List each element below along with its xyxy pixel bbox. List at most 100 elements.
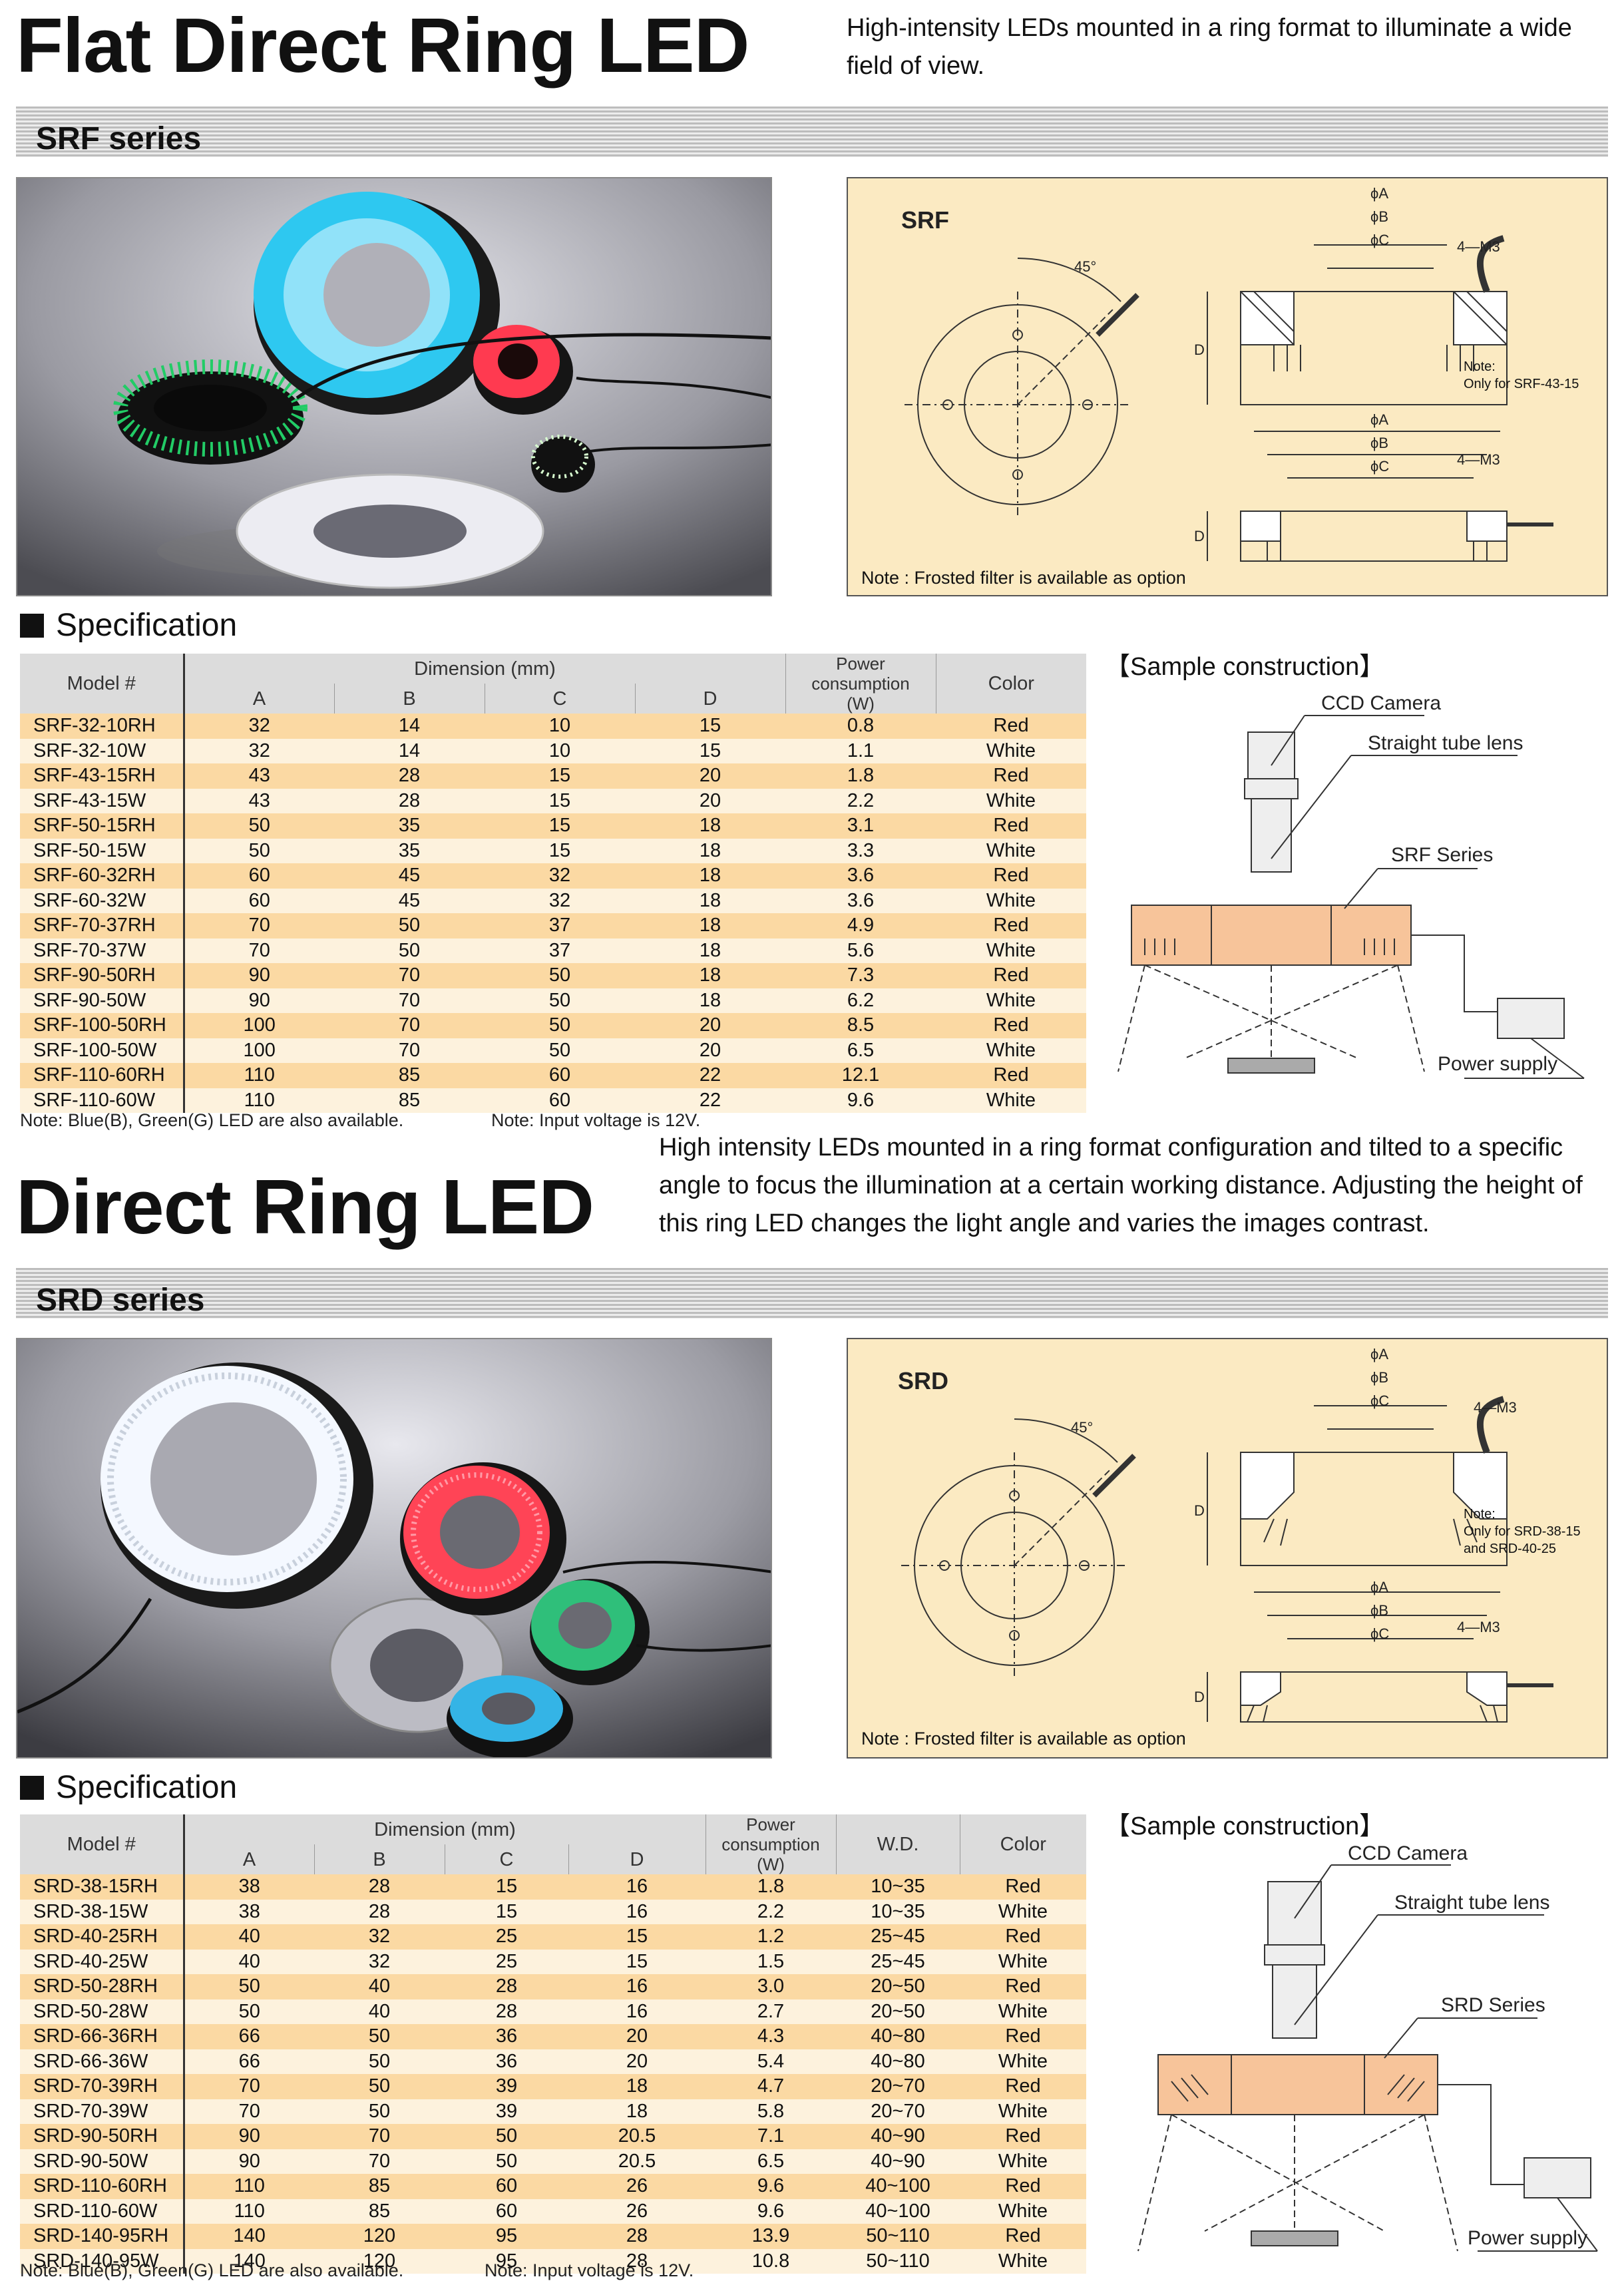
table-cell: 60 bbox=[485, 1063, 635, 1088]
srd-description: High intensity LEDs mounted in a ring fo… bbox=[659, 1134, 1583, 1237]
table-cell: 6.5 bbox=[785, 1038, 936, 1063]
srd-spec-table: Model # Dimension (mm) Power consumption… bbox=[20, 1814, 1086, 2274]
table-cell: 10~35 bbox=[836, 1899, 960, 1924]
table-cell: White bbox=[936, 738, 1086, 763]
table-cell: 50 bbox=[184, 1999, 314, 2024]
srd-header-a: A bbox=[183, 1844, 314, 1874]
table-cell: 110 bbox=[184, 1088, 334, 1113]
table-cell: 100 bbox=[184, 1038, 334, 1063]
table-cell: 4.7 bbox=[706, 2074, 836, 2099]
table-cell: 50 bbox=[314, 2024, 445, 2049]
table-cell: 28 bbox=[334, 788, 485, 813]
table-cell: 40~80 bbox=[836, 2024, 960, 2049]
model-cell: SRD-38-15W bbox=[20, 1899, 185, 1924]
table-cell: 1.5 bbox=[706, 1949, 836, 1974]
table-cell: 18 bbox=[568, 2099, 706, 2124]
table-cell: 1.2 bbox=[706, 1924, 836, 1950]
table-cell: 16 bbox=[568, 1899, 706, 1924]
srd-diagram-drawing: SRD 45° ϕA ϕB ϕC 4—M3 D ϕA ϕB ϕC 4—M3 D bbox=[898, 1346, 1553, 1723]
table-cell: 3.3 bbox=[785, 838, 936, 863]
srf-header-power-unit: (W) bbox=[847, 694, 875, 714]
table-cell: 7.3 bbox=[785, 963, 936, 988]
table-cell: 40 bbox=[314, 1974, 445, 1999]
table-cell: 40~100 bbox=[836, 2198, 960, 2224]
table-cell: White bbox=[960, 2049, 1086, 2074]
model-cell: SRD-110-60W bbox=[20, 2198, 185, 2224]
table-cell: 22 bbox=[635, 1088, 785, 1113]
table-cell: Red bbox=[936, 913, 1086, 938]
table-cell: 110 bbox=[184, 2174, 314, 2199]
table-cell: 90 bbox=[184, 2149, 314, 2174]
model-cell: SRF-70-37W bbox=[20, 938, 185, 963]
table-cell: 35 bbox=[334, 813, 485, 839]
table-cell: 50~110 bbox=[836, 2248, 960, 2274]
model-cell: SRF-90-50RH bbox=[20, 963, 185, 988]
table-cell: 40 bbox=[184, 1949, 314, 1974]
srf-note-led: Note: Blue(B), Green(G) LED are also ava… bbox=[20, 1110, 404, 1130]
table-cell: 36 bbox=[445, 2024, 568, 2049]
table-cell: 110 bbox=[184, 2198, 314, 2224]
table-cell: 15 bbox=[445, 1899, 568, 1924]
table-cell: 18 bbox=[635, 938, 785, 963]
table-cell: 20 bbox=[635, 788, 785, 813]
table-cell: 20.5 bbox=[568, 2124, 706, 2149]
table-cell: 26 bbox=[568, 2174, 706, 2199]
srd-sample-camera: CCD Camera bbox=[1348, 1842, 1468, 1864]
table-cell: 10 bbox=[485, 714, 635, 739]
table-cell: 50 bbox=[485, 963, 635, 988]
table-cell: 40 bbox=[314, 1999, 445, 2024]
table-cell: 10.8 bbox=[706, 2248, 836, 2274]
srf-header-model: Model # bbox=[20, 654, 185, 714]
table-cell: 4.9 bbox=[785, 913, 936, 938]
model-cell: SRF-43-15RH bbox=[20, 763, 185, 789]
table-cell: 28 bbox=[334, 763, 485, 789]
table-cell: 50 bbox=[314, 2049, 445, 2074]
table-cell: 70 bbox=[334, 1013, 485, 1038]
table-cell: 70 bbox=[184, 938, 334, 963]
table-cell: 50 bbox=[334, 938, 485, 963]
srf-header-c: C bbox=[484, 684, 635, 714]
table-cell: 70 bbox=[184, 2074, 314, 2099]
table-cell: 18 bbox=[635, 838, 785, 863]
table-cell: 50 bbox=[445, 2149, 568, 2174]
model-cell: SRD-140-95RH bbox=[20, 2224, 185, 2249]
srd-series-bar: SRD series bbox=[16, 1268, 1608, 1319]
table-cell: 50 bbox=[485, 1038, 635, 1063]
table-cell: 6.5 bbox=[706, 2149, 836, 2174]
table-cell: 36 bbox=[445, 2049, 568, 2074]
model-cell: SRD-140-95W bbox=[20, 2248, 185, 2274]
srf-header-power: Power consumption (W) bbox=[785, 654, 936, 714]
table-cell: 50 bbox=[314, 2074, 445, 2099]
srf-phi-c: ϕC bbox=[1370, 232, 1389, 248]
table-cell: 37 bbox=[485, 938, 635, 963]
srf-phi-a-2: ϕA bbox=[1370, 411, 1388, 428]
table-cell: 66 bbox=[184, 2024, 314, 2049]
table-cell: 18 bbox=[635, 813, 785, 839]
model-cell: SRD-40-25RH bbox=[20, 1924, 185, 1950]
srf-photo-illustration bbox=[17, 178, 771, 595]
srf-note-voltage: Note: Input voltage is 12V. bbox=[491, 1110, 701, 1130]
table-cell: 5.4 bbox=[706, 2049, 836, 2074]
table-cell: 18 bbox=[635, 863, 785, 889]
table-cell: 45 bbox=[334, 888, 485, 913]
model-cell: SRF-110-60RH bbox=[20, 1063, 185, 1088]
srf-header-d: D bbox=[634, 684, 785, 714]
table-cell: 3.6 bbox=[785, 888, 936, 913]
model-cell: SRF-50-15RH bbox=[20, 813, 185, 839]
table-cell: 9.6 bbox=[785, 1088, 936, 1113]
srf-d-label-2: D bbox=[1194, 528, 1205, 544]
table-cell: Red bbox=[960, 1874, 1086, 1900]
table-cell: 3.6 bbox=[785, 863, 936, 889]
table-cell: 25 bbox=[445, 1949, 568, 1974]
srf-m3-label-2: 4—M3 bbox=[1457, 451, 1500, 468]
table-cell: 39 bbox=[445, 2074, 568, 2099]
